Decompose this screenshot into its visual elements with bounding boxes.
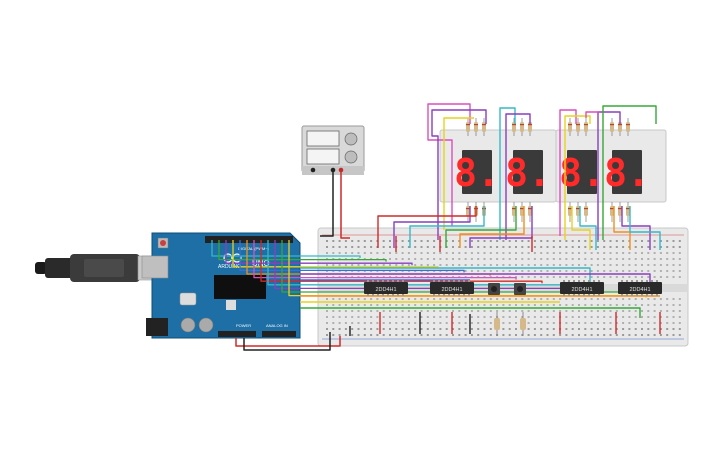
pushbutton-2[interactable] (514, 283, 526, 295)
wires (211, 103, 661, 351)
display-digit: 8. (505, 151, 551, 195)
usb-cable[interactable] (35, 254, 167, 282)
arduino-board[interactable]: ARDUINO UNO POWER ANALOG IN DIGITAL (PWM… (141, 232, 301, 339)
wire[interactable] (431, 109, 487, 240)
segment-resistor[interactable] (528, 202, 532, 222)
power-supply[interactable] (301, 125, 365, 175)
psu-black-terminal[interactable] (330, 167, 336, 173)
segment-resistor[interactable] (466, 118, 470, 136)
pulldown-resistor-2[interactable] (520, 312, 526, 336)
segment-resistor[interactable] (474, 118, 478, 136)
segment-resistor[interactable] (618, 202, 622, 222)
arduino-analog-label: ANALOG IN (266, 323, 288, 328)
seven-segment-display-1[interactable]: 8. (454, 150, 500, 195)
segment-resistor[interactable] (610, 118, 614, 136)
wire[interactable] (300, 267, 591, 282)
segment-resistor[interactable] (568, 118, 572, 136)
segment-resistor[interactable] (520, 118, 524, 136)
segment-resistor[interactable] (520, 202, 524, 222)
display-digit: 8. (559, 151, 605, 195)
wire[interactable] (559, 109, 577, 236)
segment-resistor[interactable] (466, 202, 470, 222)
seven-segment-display-4[interactable]: 8. (604, 150, 650, 195)
voltage-knob[interactable] (344, 132, 358, 146)
current-knob[interactable] (344, 150, 358, 164)
wire[interactable] (597, 111, 621, 240)
wire[interactable] (459, 206, 525, 248)
wire[interactable] (320, 172, 334, 237)
wire[interactable] (393, 206, 471, 248)
chip-label: 2DD4H1 (441, 287, 462, 293)
wire[interactable] (260, 240, 543, 284)
wire[interactable] (571, 206, 591, 250)
wire[interactable] (218, 240, 387, 262)
decoder-chip-1[interactable]: 2DD4H1 (364, 280, 408, 296)
wire[interactable] (469, 206, 533, 248)
chip-label: 2DD4H1 (571, 287, 592, 293)
wire[interactable] (505, 113, 531, 240)
seven-segment-display-3[interactable]: 8. (559, 150, 605, 195)
segment-resistor[interactable] (610, 202, 614, 222)
arduino-logo: ARDUINO (218, 264, 241, 270)
decoder-chip-3[interactable]: 2DD4H1 (560, 280, 604, 296)
wire[interactable] (300, 273, 651, 282)
wire[interactable] (211, 240, 361, 258)
wire[interactable] (629, 206, 661, 250)
wire[interactable] (239, 240, 465, 273)
wire[interactable] (253, 240, 517, 280)
wire[interactable] (443, 117, 474, 230)
segment-resistor[interactable] (584, 118, 588, 136)
wire[interactable] (340, 172, 350, 239)
wire[interactable] (427, 103, 471, 226)
wire[interactable] (377, 206, 477, 248)
wire[interactable] (409, 206, 485, 248)
seven-segment-display-2[interactable]: 8. (505, 150, 551, 195)
wire[interactable] (300, 307, 641, 318)
chip-label: 2DD4H1 (629, 287, 650, 293)
decoder-chips: 2DD4H1 2DD4H1 2DD4H1 2DD4H1 (364, 280, 662, 296)
arduino-power-label: POWER (236, 323, 251, 328)
wire[interactable] (585, 111, 600, 118)
wire[interactable] (235, 336, 341, 347)
segment-resistor[interactable] (584, 202, 588, 222)
segment-resistor[interactable] (482, 118, 486, 136)
wire[interactable] (621, 206, 651, 250)
chip-label: 2DD4H1 (375, 287, 396, 293)
wire[interactable] (602, 105, 657, 240)
decoder-chip-4[interactable]: 2DD4H1 (618, 280, 662, 296)
segment-resistor[interactable] (576, 118, 580, 136)
wire[interactable] (445, 206, 517, 248)
pulldown-resistor-1[interactable] (494, 312, 500, 336)
decoder-chip-2[interactable]: 2DD4H1 (430, 280, 474, 296)
segment-resistor[interactable] (512, 202, 516, 222)
display-digit: 8. (604, 151, 650, 195)
wire[interactable] (225, 240, 413, 266)
seven-segment-displays: 8.8.8.8. (454, 150, 650, 195)
wire[interactable] (579, 206, 597, 250)
wire[interactable] (499, 107, 516, 240)
pushbutton-1[interactable] (488, 283, 500, 295)
segment-resistor[interactable] (576, 202, 580, 222)
segment-resistor[interactable] (626, 202, 630, 222)
segment-resistor[interactable] (626, 118, 630, 136)
display-digit: 8. (454, 151, 500, 195)
wire[interactable] (564, 115, 591, 240)
wire[interactable] (243, 332, 331, 351)
wire[interactable] (613, 206, 631, 250)
resistors (466, 118, 630, 222)
segment-resistor[interactable] (512, 118, 516, 136)
segment-resistor[interactable] (568, 202, 572, 222)
psu-red-terminal[interactable] (338, 167, 344, 173)
